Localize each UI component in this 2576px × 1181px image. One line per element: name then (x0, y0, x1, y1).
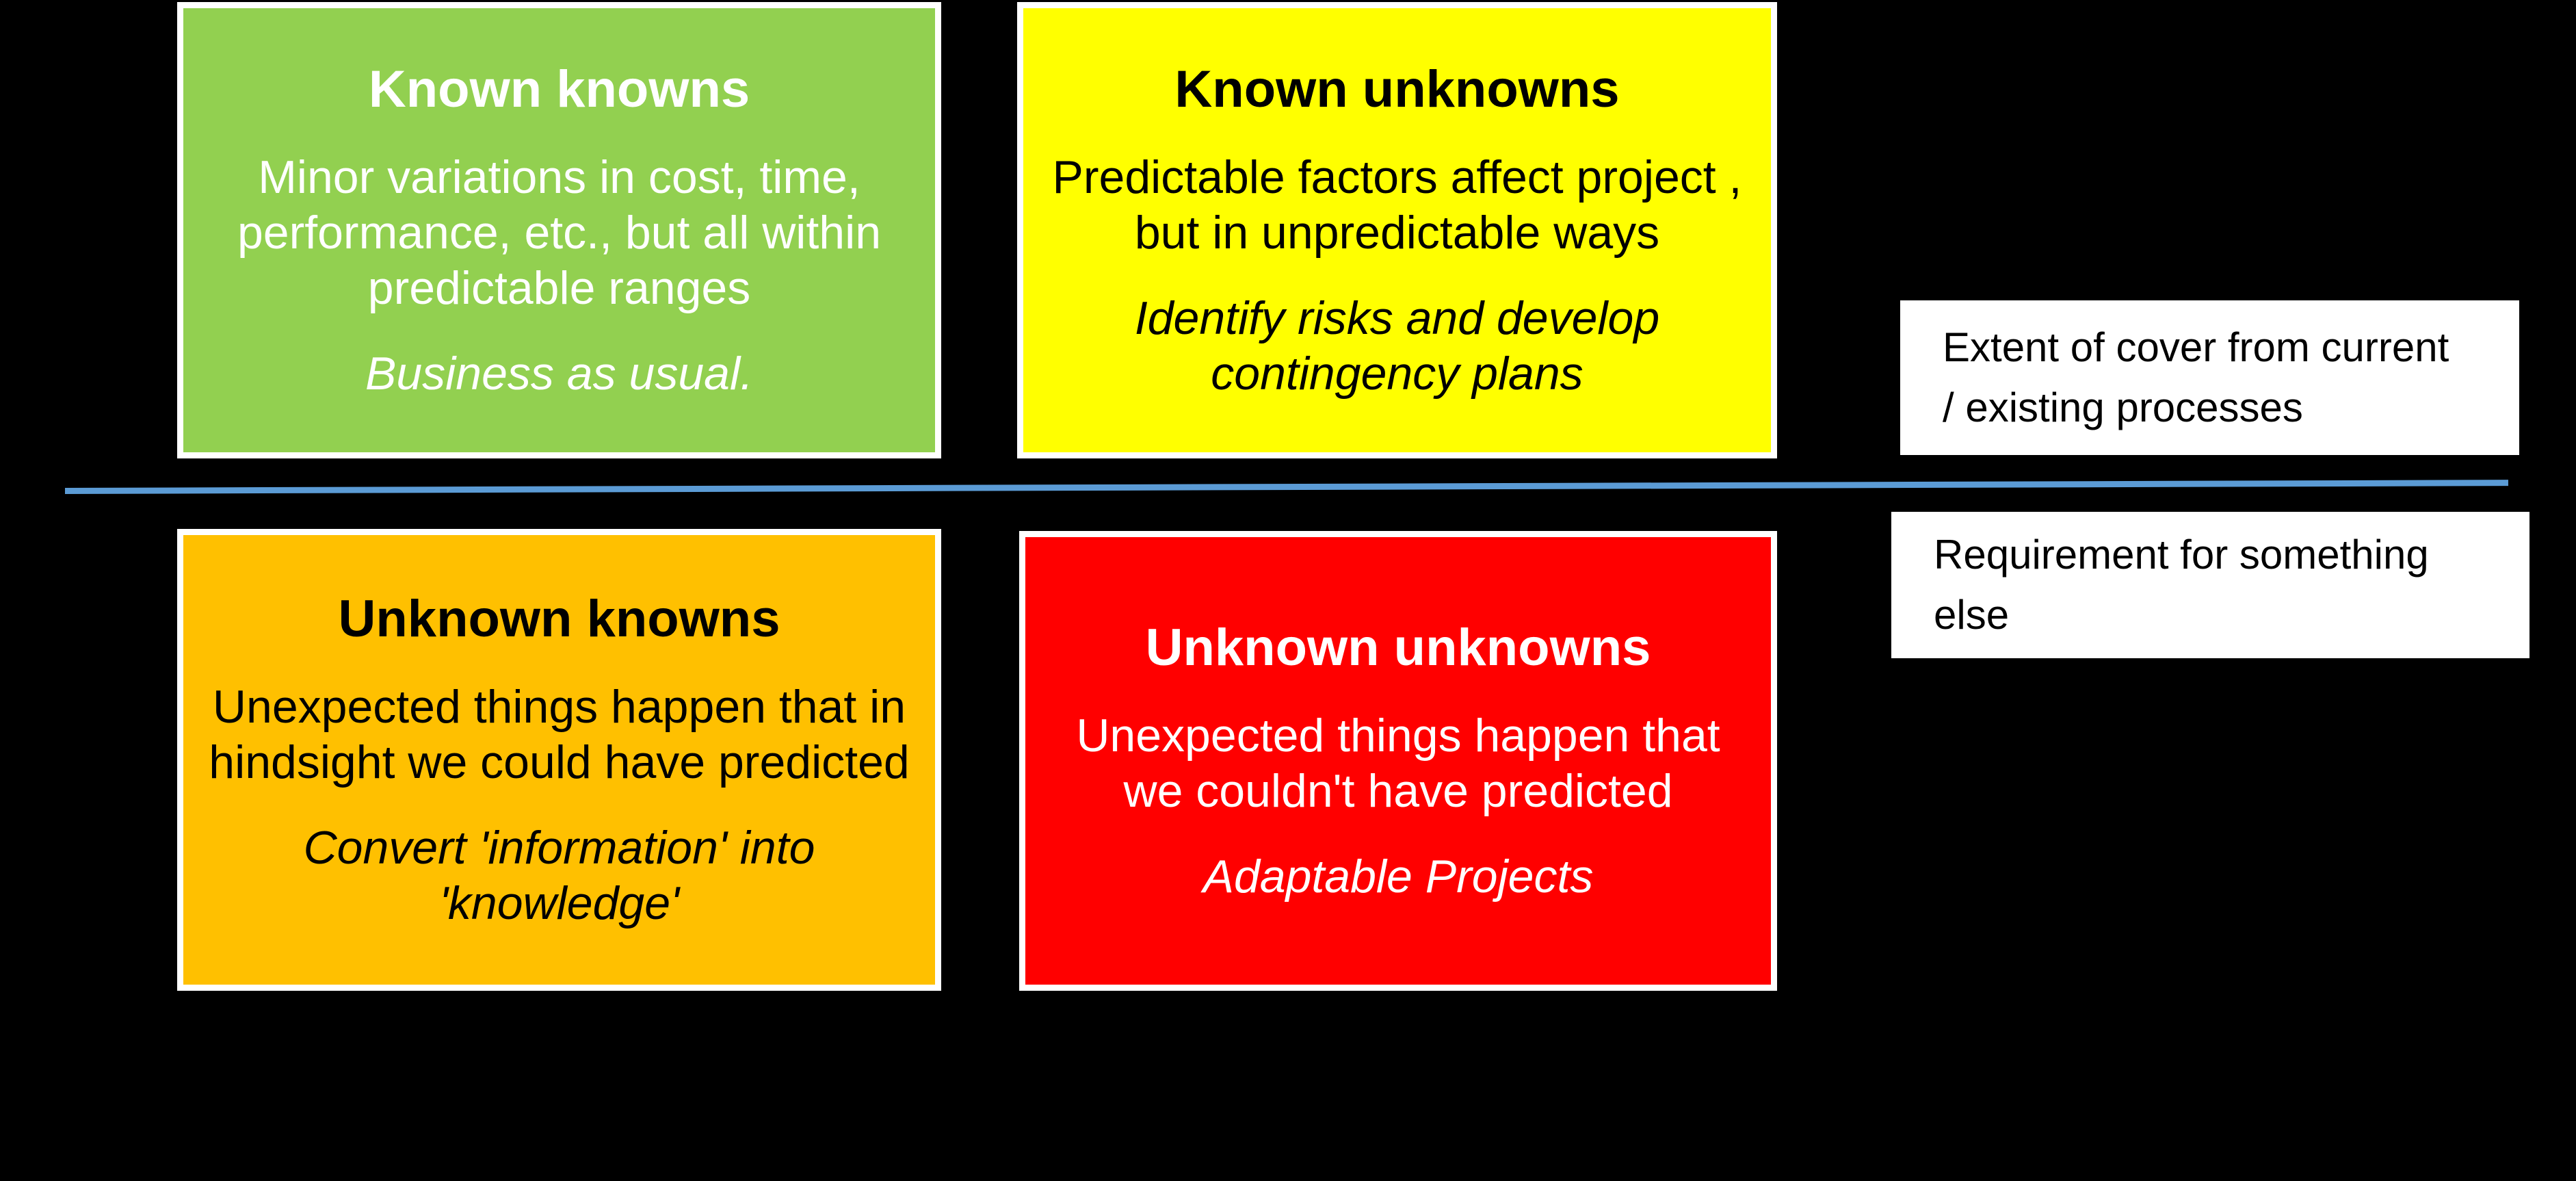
quadrant-title: Unknown knowns (338, 589, 780, 648)
quadrant-unknown-unknowns: Unknown unknowns Unexpected things happe… (1019, 531, 1777, 991)
side-label-text: Extent of cover from current / existing … (1943, 324, 2449, 430)
quadrant-action: Convert 'information' into 'knowledge' (303, 821, 815, 929)
side-label-requirement-for-something-else: Requirement for something else (1891, 512, 2529, 658)
quadrant-body: Unexpected things happen that we couldn'… (1076, 709, 1720, 817)
quadrant-body: Predictable factors affect project , but… (1052, 151, 1742, 259)
quadrant-action: Identify risks and develop contingency p… (1134, 291, 1660, 400)
quadrant-known-knowns: Known knowns Minor variations in cost, t… (177, 2, 941, 458)
quadrant-title: Unknown unknowns (1145, 618, 1651, 677)
side-label-extent-of-cover: Extent of cover from current / existing … (1900, 300, 2519, 455)
quadrant-action: Adaptable Projects (1202, 850, 1594, 903)
quadrant-known-unknowns: Known unknowns Predictable factors affec… (1017, 2, 1777, 458)
quadrant-body: Minor variations in cost, time, performa… (237, 151, 882, 314)
quadrant-title: Known knowns (368, 60, 750, 118)
quadrant-body: Unexpected things happen that in hindsig… (209, 680, 910, 788)
axis-divider-line (64, 480, 2508, 494)
quadrant-unknown-knowns: Unknown knowns Unexpected things happen … (177, 529, 941, 991)
quadrant-title: Known unknowns (1174, 60, 1620, 118)
side-label-text: Requirement for something else (1934, 532, 2429, 638)
quadrant-action: Business as usual. (365, 347, 753, 400)
